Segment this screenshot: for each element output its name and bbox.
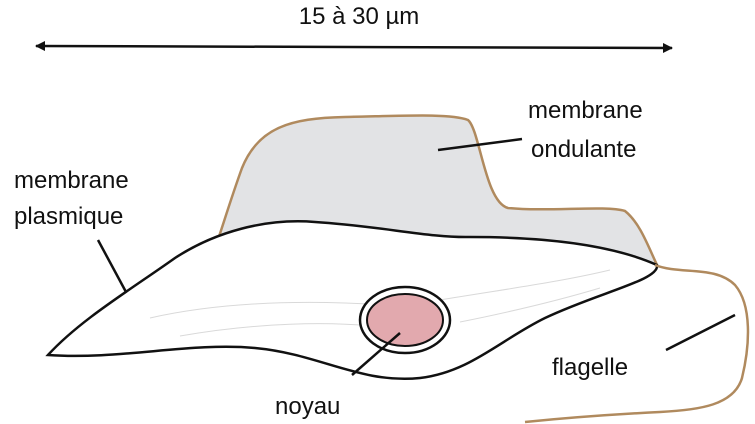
label-membrane-plasmique: membrane plasmique xyxy=(14,166,129,231)
leader-flagelle xyxy=(666,315,735,350)
label-membrane-ondulante-line1: membrane xyxy=(528,96,643,125)
scale-arrow xyxy=(36,46,672,48)
leader-membrane-plasmique xyxy=(98,240,126,292)
label-membrane-plasmique-line1: membrane xyxy=(14,166,129,195)
label-membrane-ondulante-line2: ondulante xyxy=(531,135,643,164)
nucleus xyxy=(367,294,443,346)
label-flagelle: flagelle xyxy=(552,353,628,382)
label-membrane-ondulante: membrane ondulante xyxy=(528,96,643,164)
scale-label: 15 à 30 µm xyxy=(264,2,454,31)
label-noyau: noyau xyxy=(275,392,340,421)
label-membrane-plasmique-line2: plasmique xyxy=(14,202,129,231)
